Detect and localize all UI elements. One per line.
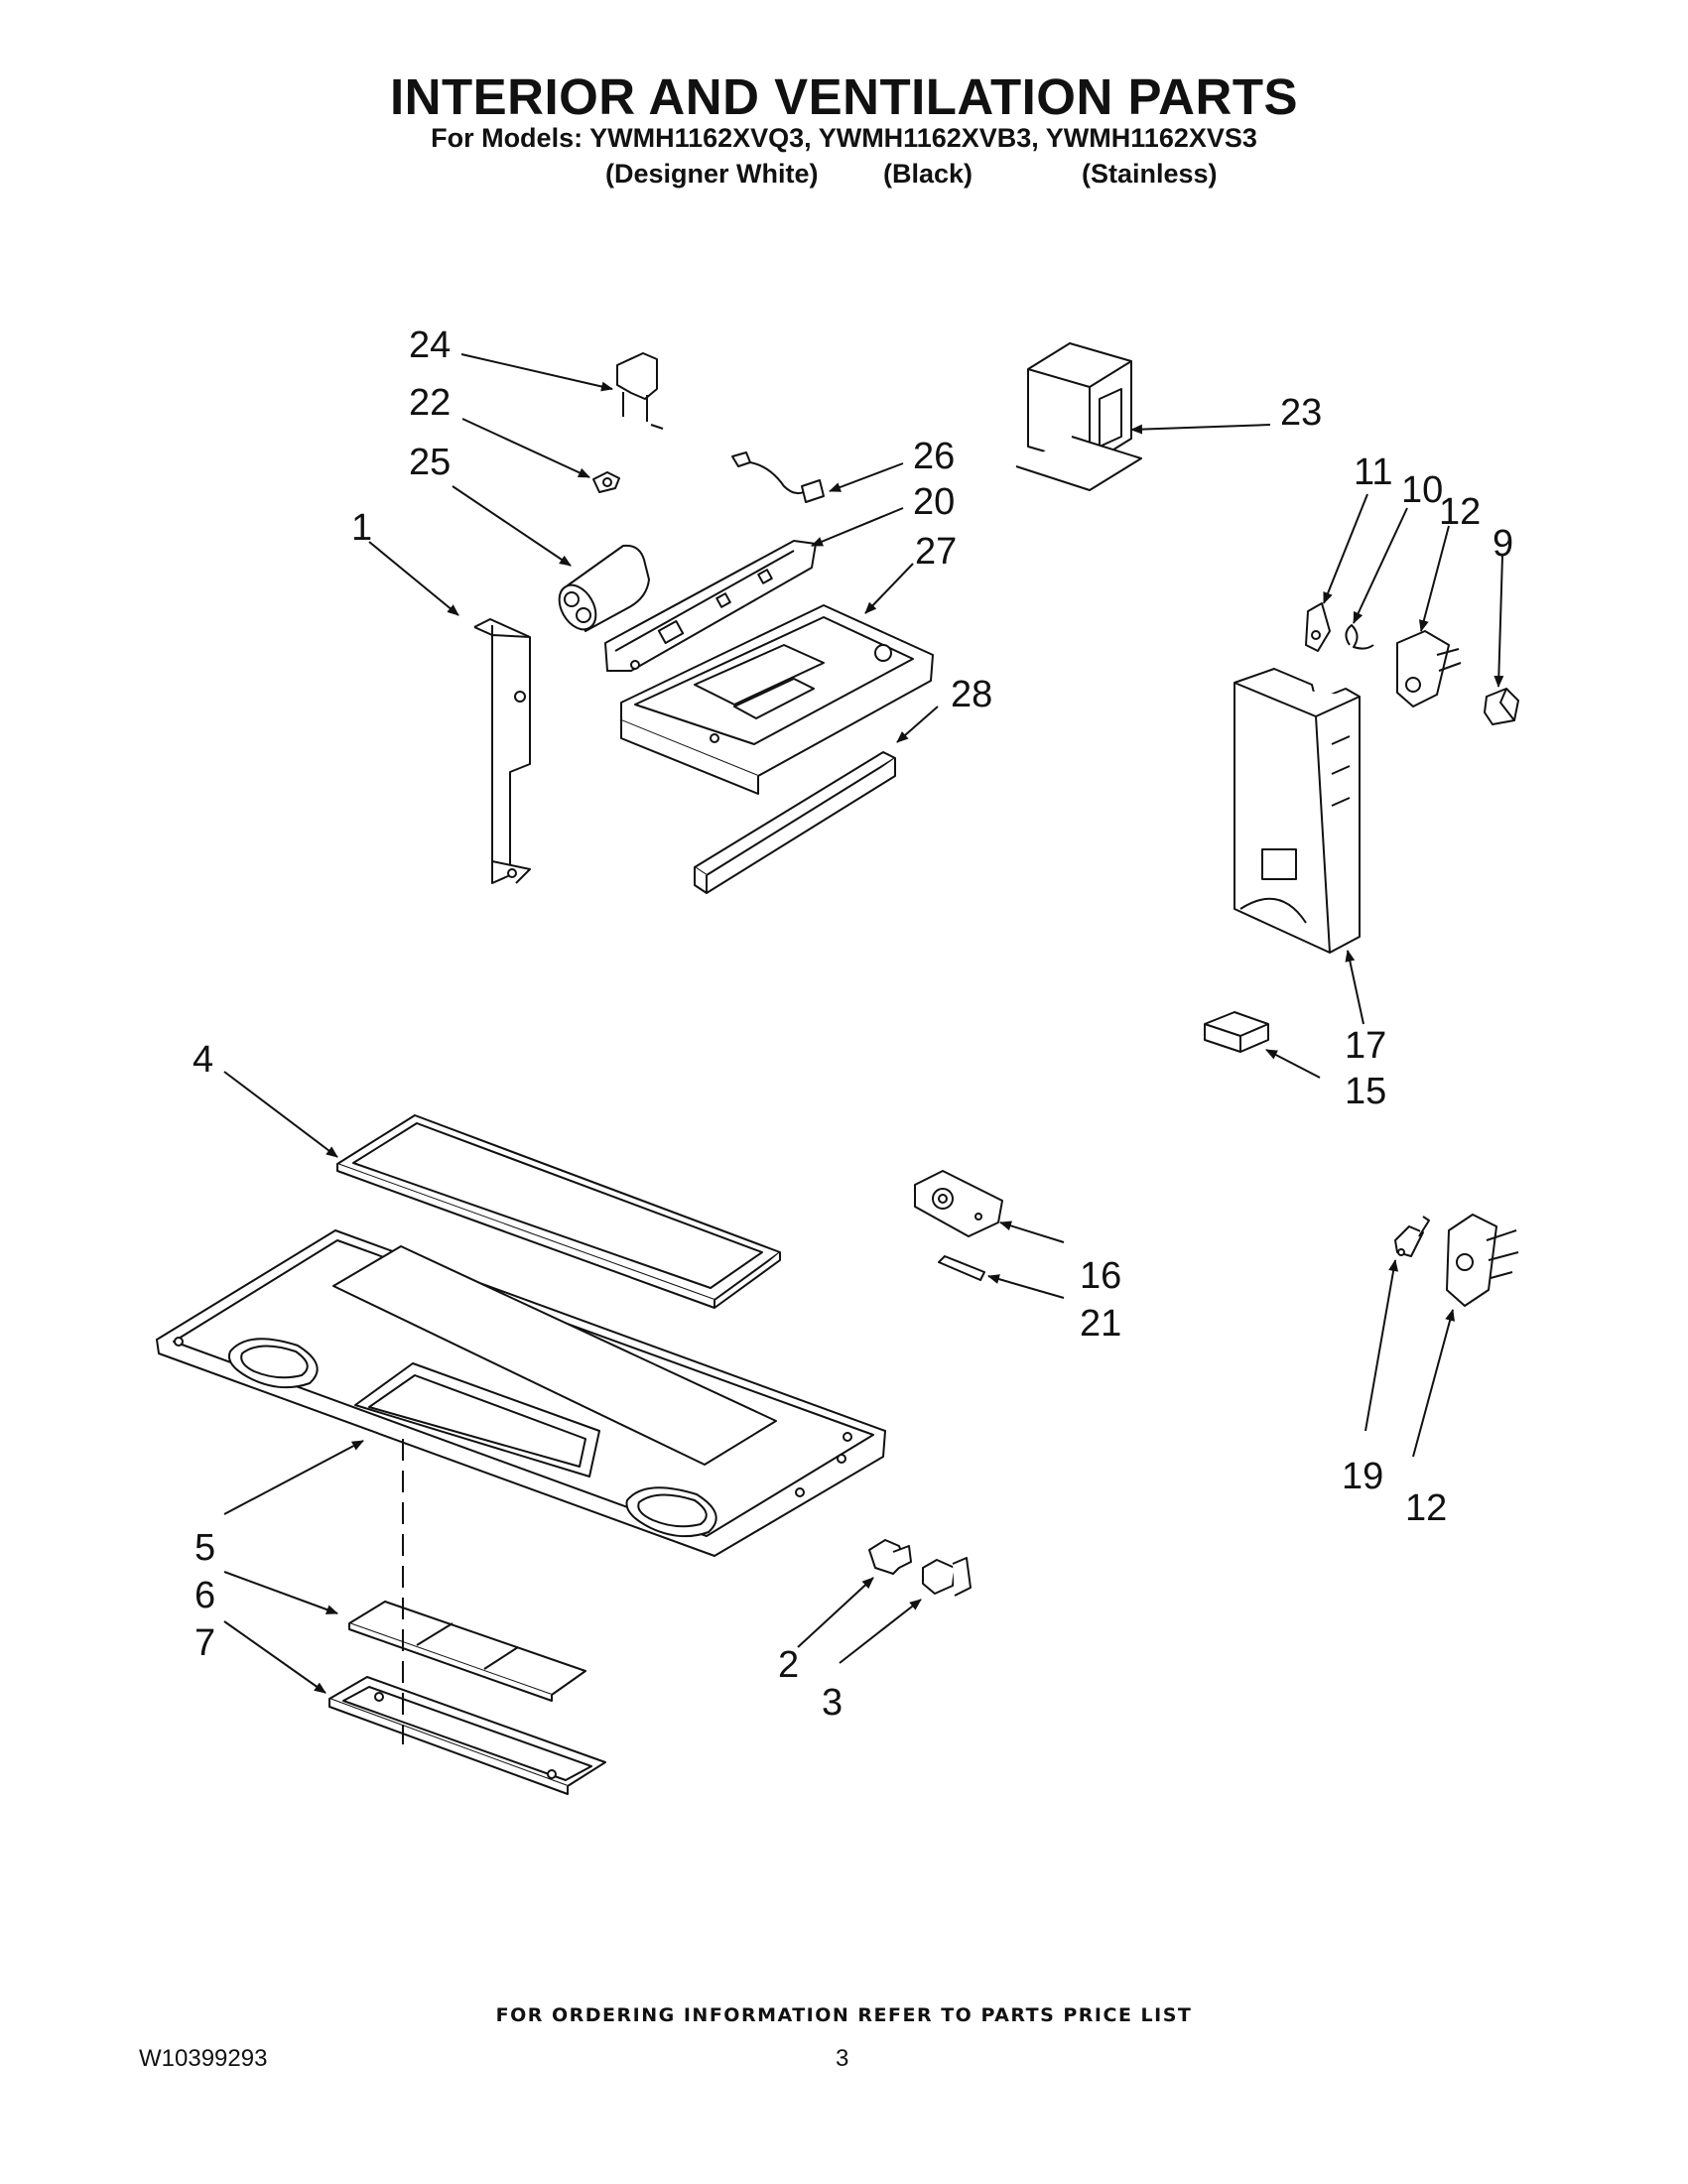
callout-25: 25 (409, 442, 451, 483)
leader-16 (999, 1220, 1065, 1243)
leader-27 (864, 563, 914, 614)
callout-21: 21 (1080, 1303, 1121, 1345)
callout-28: 28 (951, 674, 992, 715)
part-9-drawing (1484, 688, 1519, 725)
leader-20 (811, 507, 904, 547)
leader-21 (987, 1274, 1065, 1299)
callout-24: 24 (409, 324, 451, 366)
part-3-drawing (922, 1557, 972, 1597)
callout-2: 2 (778, 1644, 799, 1686)
part-25-drawing (558, 544, 650, 632)
part-23-drawing (1015, 342, 1142, 491)
part-10-drawing (1345, 624, 1374, 650)
leader-15 (1265, 1049, 1321, 1079)
leader-lines (223, 353, 1504, 1694)
part-22-drawing (592, 471, 620, 493)
leader-12-upper (1418, 525, 1450, 632)
leader-5 (223, 1440, 364, 1515)
callout-17: 17 (1345, 1025, 1386, 1067)
part-20-drawing (604, 540, 817, 672)
part-24-drawing (616, 352, 664, 430)
callout-3: 3 (822, 1682, 843, 1724)
leader-22 (461, 418, 590, 478)
part-28-drawing (694, 751, 896, 894)
callout-12-lower: 12 (1405, 1487, 1447, 1529)
callout-10: 10 (1401, 469, 1443, 511)
callout-23: 23 (1280, 392, 1322, 434)
callout-16: 16 (1080, 1255, 1121, 1297)
leader-4 (223, 1071, 338, 1158)
part-11-drawing (1305, 602, 1331, 652)
leader-6 (223, 1571, 338, 1614)
callout-15: 15 (1345, 1071, 1386, 1112)
leader-23 (1130, 424, 1271, 435)
leader-25 (452, 485, 572, 567)
page-number: 3 (836, 2045, 849, 2072)
part-6-drawing (348, 1601, 586, 1702)
part-26-drawing (731, 451, 825, 503)
page-title: INTERIOR AND VENTILATION PARTS (389, 68, 1299, 125)
callout-9: 9 (1493, 523, 1513, 565)
part-4-drawing (336, 1114, 781, 1309)
variant-stainless: (Stainless) (1082, 159, 1218, 189)
leader-24 (460, 353, 613, 392)
leader-9 (1493, 555, 1504, 688)
leader-3 (839, 1599, 922, 1664)
leader-26 (829, 462, 904, 492)
models-line: For Models: YWMH1162XVQ3, YWMH1162XVB3, … (431, 123, 1257, 153)
document-number: W10399293 (139, 2045, 268, 2072)
leader-1 (368, 541, 459, 616)
part-15-drawing (1204, 1011, 1269, 1053)
callout-19: 19 (1342, 1456, 1383, 1497)
callout-7: 7 (195, 1622, 215, 1664)
callout-12-upper: 12 (1439, 491, 1481, 533)
leader-17 (1345, 950, 1364, 1025)
callout-20: 20 (913, 481, 955, 523)
part-17-drawing (1234, 668, 1361, 954)
part-27-drawing (620, 604, 934, 795)
callout-1: 1 (351, 507, 372, 549)
variant-designer-white: (Designer White) (605, 159, 819, 189)
callout-11: 11 (1354, 451, 1392, 493)
part-19-drawing (1394, 1216, 1430, 1257)
callout-27: 27 (915, 531, 957, 573)
callout-22: 22 (409, 382, 451, 424)
callout-5: 5 (195, 1527, 215, 1569)
variant-black: (Black) (883, 159, 974, 189)
leader-19 (1364, 1259, 1399, 1432)
part-7-drawing (328, 1676, 606, 1795)
part-1-drawing (473, 618, 531, 884)
callout-labels: 24 22 25 1 26 20 27 28 23 11 10 12 9 17 … (193, 324, 1513, 1724)
part-16-drawing (914, 1170, 1003, 1237)
part-5-drawing (156, 1229, 886, 1557)
ordering-note: FOR ORDERING INFORMATION REFER TO PARTS … (495, 2004, 1193, 2026)
leader-11 (1323, 493, 1368, 604)
part-21-drawing (938, 1255, 985, 1281)
leader-7 (223, 1620, 326, 1694)
leader-12-lower (1412, 1309, 1455, 1458)
leader-10 (1353, 507, 1408, 624)
part-12-upper-drawing (1396, 630, 1462, 707)
leader-28 (896, 706, 939, 743)
callout-6: 6 (195, 1575, 215, 1616)
leader-2 (797, 1577, 874, 1648)
part-12-lower-drawing (1446, 1214, 1519, 1307)
callout-4: 4 (193, 1039, 213, 1081)
callout-26: 26 (913, 436, 955, 477)
part-2-drawing (868, 1539, 912, 1575)
